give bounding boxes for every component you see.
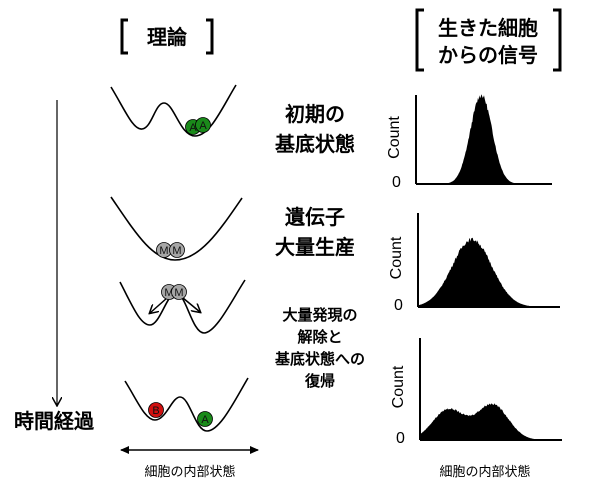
ball-label: A — [201, 414, 209, 426]
stage2-label-line2: 大量生産 — [275, 235, 355, 259]
ball-label: M — [164, 287, 173, 299]
ball-label: M — [174, 287, 183, 299]
stage3-label-line3: 基底状態への — [274, 350, 365, 368]
landscape-overexpression: M M — [110, 196, 243, 261]
histogram-area — [420, 403, 562, 440]
energy-curve — [110, 196, 243, 261]
stage3-label-line1: 大量発現の — [282, 306, 357, 324]
signal-header: 生きた細胞 からの信号 — [415, 8, 562, 72]
x-axis-label-left: 細胞の内部状態 — [144, 464, 235, 480]
landscape-bimodal: B A — [124, 377, 249, 432]
arrow-left-icon — [150, 297, 168, 313]
ball-a — [195, 117, 211, 133]
histogram-1: Count 0 — [386, 94, 552, 191]
stage2-label-line1: 遺伝子 — [285, 205, 345, 229]
time-label: 時間経過 — [14, 409, 95, 433]
histogram-3: Count 0 — [390, 338, 562, 447]
ball-label: M — [159, 245, 168, 257]
ball-label: A — [189, 122, 197, 134]
signal-title-line1: 生きた細胞 — [438, 16, 538, 40]
landscape-release: M M — [119, 279, 246, 334]
ball-m — [171, 284, 187, 300]
y-axis-label: Count — [388, 236, 405, 279]
y-axis-label: Count — [386, 116, 403, 159]
energy-curve — [110, 84, 237, 137]
theory-header: 理論 — [120, 18, 214, 55]
histogram-area — [416, 94, 552, 184]
stage1-label-line2: 基底状態 — [275, 132, 355, 156]
histogram-area — [418, 237, 560, 307]
y-tick-zero: 0 — [396, 430, 405, 447]
stage3-label-line4: 復帰 — [304, 372, 335, 390]
y-tick-zero: 0 — [394, 297, 403, 314]
landscape-initial: A A — [110, 84, 237, 137]
stage1-label-line1: 初期の — [285, 102, 345, 126]
ball-m — [169, 242, 185, 258]
ball-label: M — [172, 245, 181, 257]
right-bracket-icon — [553, 8, 562, 72]
energy-curve — [124, 377, 249, 432]
signal-title-line2: からの信号 — [438, 43, 538, 67]
ball-a — [197, 411, 213, 427]
theory-title: 理論 — [147, 25, 188, 49]
left-bracket-icon — [415, 8, 424, 72]
right-bracket-icon — [206, 18, 214, 55]
left-bracket-icon — [120, 18, 128, 55]
ball-b — [148, 402, 164, 418]
histogram-2: Count 0 — [388, 213, 560, 314]
stage3-label-line2: 解除と — [297, 328, 342, 346]
y-tick-zero: 0 — [392, 174, 401, 191]
arrow-right-icon — [182, 297, 200, 312]
ball-label: A — [199, 120, 207, 132]
ball-label: B — [152, 405, 159, 417]
y-axis-label: Count — [390, 365, 407, 408]
x-axis-label-right: 細胞の内部状態 — [439, 464, 530, 480]
